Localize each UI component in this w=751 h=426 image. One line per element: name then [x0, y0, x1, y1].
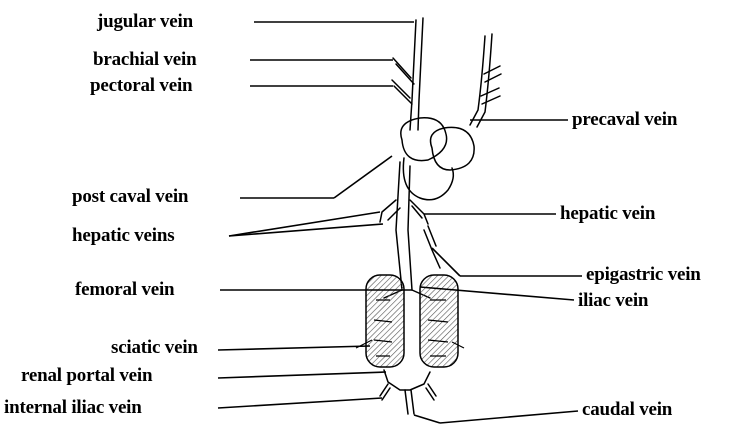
label-post-caval-vein: post caval vein: [72, 186, 188, 208]
label-pectoral-vein: pectoral vein: [90, 75, 192, 97]
leader-hepatic-veins-1: [229, 212, 380, 236]
label-jugular-vein: jugular vein: [97, 11, 193, 33]
heart-body: [403, 158, 453, 200]
label-hepatic-vein: hepatic vein: [560, 203, 655, 225]
epigastric-vein: [424, 226, 440, 268]
leader-hepatic-veins-2: [229, 224, 383, 236]
renal-portal-vein: [384, 370, 430, 390]
label-brachial-vein: brachial vein: [93, 49, 197, 71]
pectoral-vein-left: [481, 88, 500, 104]
label-internal-iliac-vein: internal iliac vein: [4, 397, 142, 419]
jugular-vein-right: [410, 20, 416, 130]
label-iliac-vein: iliac vein: [578, 290, 648, 312]
label-sciatic-vein: sciatic vein: [111, 337, 198, 359]
label-precaval-vein: precaval vein: [572, 109, 677, 131]
post-caval-vein: [396, 162, 402, 290]
heart-right-lobe: [431, 127, 475, 170]
leader-sciatic-vein: [218, 346, 370, 350]
jugular-vein-left: [470, 36, 485, 125]
label-caudal-vein: caudal vein: [582, 399, 672, 421]
pectoral-vein-right: [392, 80, 412, 104]
heart-sinus: [401, 118, 447, 161]
leader-caudal-vein-h: [440, 411, 578, 423]
label-epigastric-vein: epigastric vein: [586, 264, 701, 286]
brachial-vein-right: [393, 58, 414, 84]
label-hepatic-veins: hepatic veins: [72, 225, 174, 247]
label-femoral-vein: femoral vein: [75, 279, 174, 301]
leader-caudal-vein: [414, 415, 440, 423]
label-renal-portal-vein: renal portal vein: [21, 365, 152, 387]
brachial-vein-left: [484, 66, 501, 82]
hepatic-vein: [410, 200, 428, 224]
leader-post-caval-vein-d: [334, 156, 392, 198]
leader-internal-iliac-vein: [218, 398, 382, 408]
leader-renal-portal-vein: [218, 372, 386, 378]
caudal-vein: [405, 390, 414, 414]
leader-epigastric-d: [432, 248, 460, 276]
